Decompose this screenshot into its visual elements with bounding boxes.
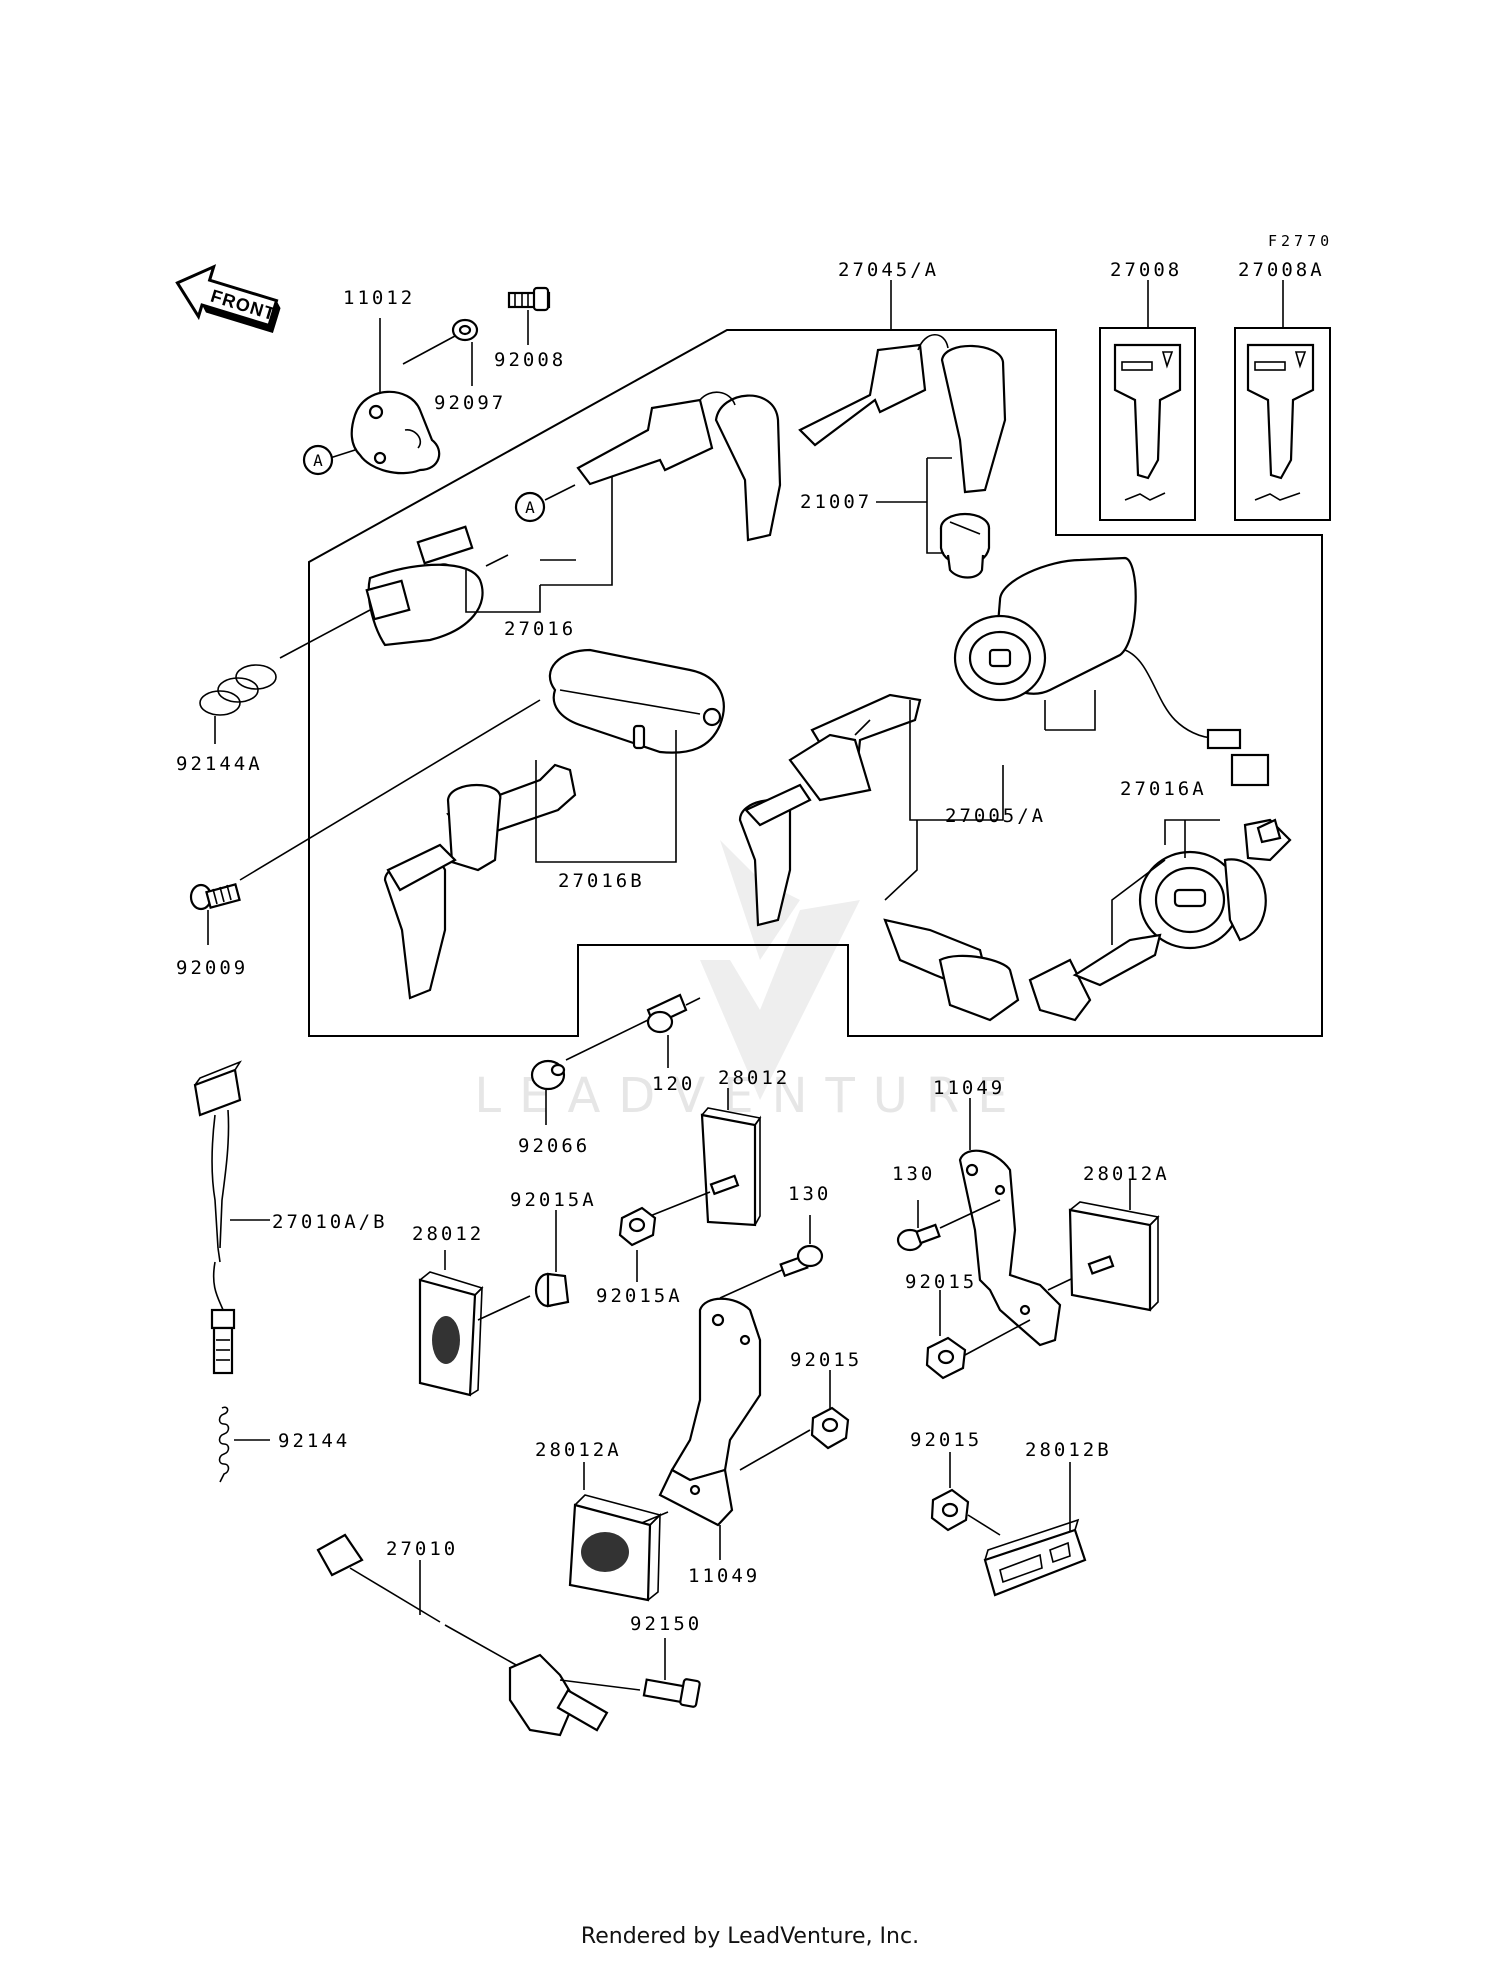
- label-27008A: 27008A: [1238, 259, 1325, 281]
- screw-92009: [189, 699, 541, 945]
- label-92015-lower: 92015: [910, 1429, 982, 1451]
- label-130-mid: 130: [788, 1183, 831, 1205]
- key-pair-27016B: [383, 763, 577, 1000]
- label-27016: 27016: [504, 618, 576, 640]
- screw-92150: [642, 1638, 701, 1708]
- keyset-group-outline: [308, 329, 1323, 1037]
- callout-a-circle: [302, 444, 334, 476]
- label-28012-top: 28012: [718, 1067, 790, 1089]
- callout-a: A: [313, 451, 323, 470]
- label-92015-right: 92015: [905, 1271, 977, 1293]
- label-92009: 92009: [176, 957, 248, 979]
- label-11049-lower: 11049: [688, 1565, 760, 1587]
- footer-credit: Rendered by LeadVenture, Inc.: [580, 1924, 920, 1949]
- knob-92066: [530, 1059, 566, 1125]
- label-27010AB: 27010A/B: [272, 1211, 388, 1233]
- reflector-28012A-lower: [568, 1462, 662, 1602]
- label-27005A: 27005/A: [945, 805, 1046, 827]
- nut-92015-right: [925, 1290, 1031, 1380]
- label-92097: 92097: [434, 392, 506, 414]
- label-92015A-left: 92015A: [510, 1189, 597, 1211]
- bolt-130-mid: [719, 1215, 824, 1299]
- part-labels: 11012 92008 92097 27045/A 27008 27008A 2…: [176, 259, 1325, 1635]
- plate-11012: A: [302, 318, 441, 476]
- label-130-right: 130: [892, 1163, 935, 1185]
- label-27010: 27010: [386, 1538, 458, 1560]
- spring-92144A: [199, 664, 277, 744]
- callout-a-2: A: [525, 498, 535, 517]
- bolt-130-right: [896, 1199, 1001, 1252]
- label-11049-right: 11049: [933, 1077, 1005, 1099]
- label-28012A-lower: 28012A: [535, 1439, 622, 1461]
- cover-27016B: [548, 648, 725, 754]
- label-28012A-right: 28012A: [1083, 1163, 1170, 1185]
- reflector-28012-top: [639, 1088, 762, 1227]
- label-27045A: 27045/A: [838, 259, 939, 281]
- key-pair-27045: [798, 333, 1007, 494]
- label-21007: 21007: [800, 491, 872, 513]
- switch-27016A: [1138, 818, 1292, 950]
- bracket-11049-mid: [619, 1297, 811, 1560]
- key-box-27008: [1099, 327, 1196, 521]
- label-92144: 92144: [278, 1430, 350, 1452]
- nut-92015-lower: [930, 1452, 1001, 1536]
- switch-27010AB: [193, 1060, 270, 1375]
- label-92015A-mid: 92015A: [596, 1285, 683, 1307]
- switch-27010: [316, 1533, 641, 1737]
- reflector-28012-left: [418, 1250, 531, 1397]
- reflector-28012B: [983, 1462, 1087, 1597]
- spring-92144: [218, 1406, 270, 1483]
- nut-92015A-mid: [618, 1206, 657, 1282]
- ignition-switch-27005: [953, 556, 1270, 787]
- screw-92008: [507, 286, 551, 345]
- label-11012: 11012: [343, 287, 415, 309]
- nut-92015-mid: [810, 1370, 850, 1450]
- key-pair-27005: [738, 693, 922, 927]
- figure-code: F2770: [1268, 232, 1333, 250]
- nut-92015A-left: [534, 1210, 570, 1308]
- key-box-27008A: [1234, 327, 1331, 521]
- bolt-120: [565, 993, 701, 1068]
- label-27016A: 27016A: [1120, 778, 1207, 800]
- label-92066: 92066: [518, 1135, 590, 1157]
- key-pair-27016A: [883, 918, 1162, 1022]
- bracket-11049-right: [958, 1098, 1091, 1347]
- label-92015-mid: 92015: [790, 1349, 862, 1371]
- label-92008: 92008: [494, 349, 566, 371]
- key-pair-27016: [576, 391, 782, 542]
- reflector-28012A-right: [1068, 1180, 1160, 1312]
- washer-92097: [402, 318, 479, 386]
- label-27008: 27008: [1110, 259, 1182, 281]
- leader-lines: [535, 559, 1220, 945]
- lock-cylinder-27016: A: [279, 476, 613, 659]
- label-120: 120: [652, 1073, 695, 1095]
- label-92150: 92150: [630, 1613, 702, 1635]
- label-92144A: 92144A: [176, 753, 263, 775]
- label-27016B: 27016B: [558, 870, 645, 892]
- front-arrow-icon: FRONT: [175, 264, 281, 333]
- label-28012-left: 28012: [412, 1223, 484, 1245]
- cap-21007: [876, 457, 991, 579]
- label-28012B: 28012B: [1025, 1439, 1112, 1461]
